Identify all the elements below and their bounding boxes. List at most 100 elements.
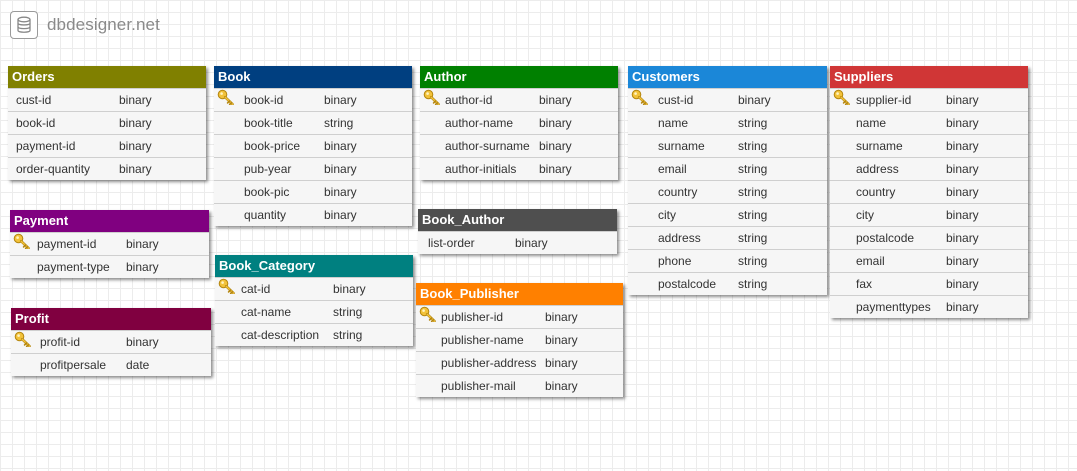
primary-key-icon xyxy=(833,89,851,106)
column-name: name xyxy=(658,116,689,130)
table-header[interactable]: Book_Publisher xyxy=(416,283,623,305)
table-row[interactable]: supplier-id binary xyxy=(830,88,1028,111)
column-type: binary xyxy=(119,116,152,130)
column-name: payment-type xyxy=(37,260,110,274)
column-type: binary xyxy=(946,185,979,199)
table-header[interactable]: Book_Author xyxy=(418,209,617,231)
column-type: binary xyxy=(539,162,572,176)
column-type: binary xyxy=(946,93,979,107)
table-row[interactable]: city binary xyxy=(830,203,1028,226)
table-header[interactable]: Orders xyxy=(8,66,206,88)
table-header[interactable]: Suppliers xyxy=(830,66,1028,88)
column-type: binary xyxy=(946,116,979,130)
column-type: string xyxy=(333,305,363,319)
column-type: binary xyxy=(738,93,771,107)
column-type: binary xyxy=(946,208,979,222)
table-header[interactable]: Author xyxy=(420,66,618,88)
column-name: author-name xyxy=(445,116,514,130)
column-type: binary xyxy=(545,310,578,324)
table-header[interactable]: Book_Category xyxy=(215,255,413,277)
column-name: profitpersale xyxy=(40,358,107,372)
column-name: publisher-address xyxy=(441,356,537,370)
brand[interactable]: dbdesigner.net xyxy=(10,10,160,40)
table-header[interactable]: Book xyxy=(214,66,412,88)
column-name: city xyxy=(856,208,874,222)
column-type: binary xyxy=(539,139,572,153)
column-type: date xyxy=(126,358,150,372)
column-name: surname xyxy=(856,139,903,153)
table-header[interactable]: Profit xyxy=(11,308,211,330)
column-name: fax xyxy=(856,277,873,291)
column-type: binary xyxy=(324,162,357,176)
column-name: address xyxy=(658,231,701,245)
primary-key-icon xyxy=(631,89,649,106)
table-row[interactable]: profitpersale date xyxy=(11,353,211,376)
column-type: string xyxy=(738,139,768,153)
primary-key-icon xyxy=(217,89,235,106)
column-name: postalcode xyxy=(658,277,717,291)
column-type: binary xyxy=(119,162,152,176)
column-type: binary xyxy=(946,231,979,245)
table-header[interactable]: Payment xyxy=(10,210,209,232)
primary-key-icon xyxy=(13,233,31,250)
column-name: book-price xyxy=(244,139,301,153)
table-header[interactable]: Customers xyxy=(628,66,827,88)
column-type: binary xyxy=(126,335,159,349)
primary-key-icon xyxy=(218,278,236,295)
column-name: supplier-id xyxy=(856,93,912,107)
column-name: cat-description xyxy=(241,328,320,342)
